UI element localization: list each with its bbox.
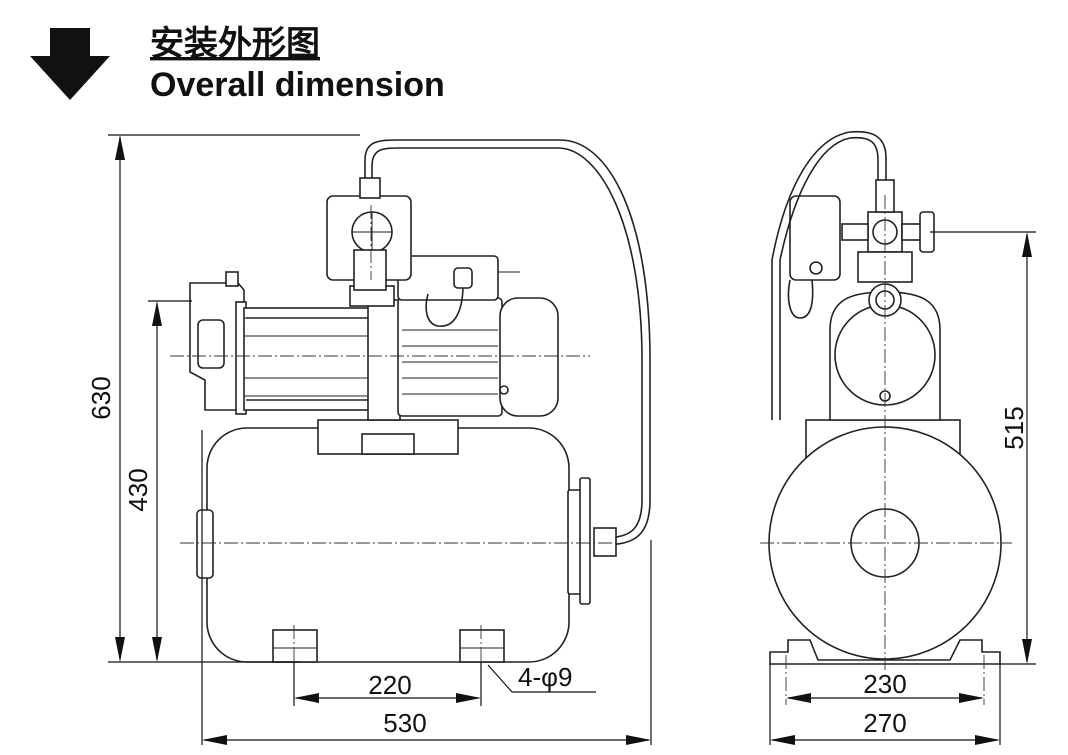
dim-axis-height: 430 [123,468,153,511]
dim-side-foot-spacing: 230 [863,669,906,699]
dim-mounting-holes: 4-φ9 [518,662,572,692]
side-view [760,130,1012,705]
title-cn: 安装外形图 [150,25,320,63]
hose-fitting [593,527,617,557]
pressure-switch [326,177,412,291]
dim-foot-spacing: 220 [368,670,411,700]
dim-total-length: 530 [383,708,426,738]
pump-unit [189,255,559,421]
side-base [769,639,1001,665]
side-dimensions: 515 230 270 [769,231,1036,745]
dim-base-width: 270 [863,708,906,738]
tank-feet [272,629,505,663]
dim-total-height: 630 [86,376,116,419]
pressure-hose [364,139,651,546]
front-view [170,139,651,667]
title-en: Overall dimension [150,66,445,104]
front-dimensions: 630 430 220 530 4-φ9 [86,134,652,745]
down-arrow-icon [30,28,110,100]
dim-outlet-height: 515 [999,406,1029,449]
pressure-tank [196,419,591,663]
